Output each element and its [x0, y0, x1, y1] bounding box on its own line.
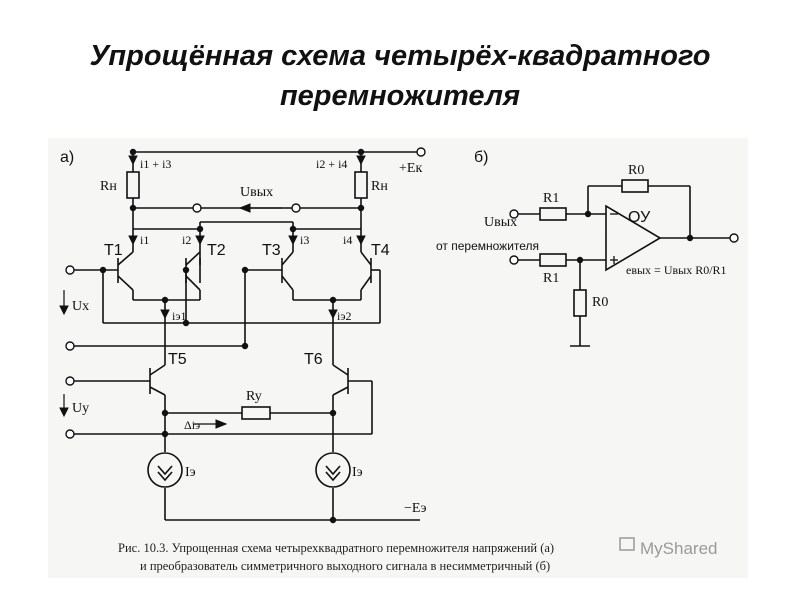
resistor-load-right	[354, 171, 368, 199]
current-source-right	[315, 452, 351, 488]
label-from-multiplier: от перемножителя	[436, 239, 539, 253]
label-i4: i4	[343, 233, 352, 247]
label-i1: i1	[140, 233, 149, 247]
label-delta-ie: Δiэ	[184, 418, 200, 432]
label-u-out: Uвых	[240, 185, 273, 200]
label-ie2: iэ2	[337, 309, 351, 323]
transistor-t5	[149, 364, 166, 396]
label-ie-left: Iэ	[185, 465, 196, 480]
caption-line-2: и преобразователь симметричного выходног…	[140, 559, 550, 573]
label-uy: Uy	[72, 401, 89, 416]
transistor-t6	[332, 364, 349, 396]
label-t1: T1	[104, 242, 123, 259]
current-source-left	[147, 452, 183, 488]
label-opamp: ОУ	[628, 209, 651, 226]
panel-b-dots	[576, 210, 694, 264]
transistor-t3	[281, 251, 294, 300]
label-i1-plus-i3: i1 + i3	[140, 157, 171, 171]
label-i2-plus-i4: i2 + i4	[316, 157, 347, 171]
resistor-r0-ground	[573, 289, 587, 317]
panel-a-label: а)	[60, 149, 74, 166]
circuit-figure: а) i1 + i3 i2 + i4 +Eк Rн Rн Uвых i1 i2 …	[48, 138, 748, 578]
label-i3: i3	[300, 233, 309, 247]
slide-title-line-1: Упрощённая схема четырёх-квадратного	[89, 40, 711, 72]
label-r1-top: R1	[543, 191, 559, 206]
label-t3: T3	[262, 242, 281, 259]
transistor-t4	[360, 251, 372, 300]
terminals	[65, 147, 426, 439]
label-output-formula: eвых = Uвых R0/R1	[626, 263, 727, 277]
label-ie-right: Iэ	[352, 465, 363, 480]
label-r0-ground: R0	[592, 295, 608, 310]
label-rn-right: Rн	[371, 179, 388, 194]
label-t6: T6	[304, 351, 323, 368]
watermark-text: MyShared	[640, 539, 717, 558]
slide-title-line-2: перемножителя	[279, 80, 521, 112]
transistor-t2	[185, 251, 201, 300]
label-ie1: iэ1	[172, 309, 186, 323]
label-t5: T5	[168, 351, 187, 368]
label-ux: Ux	[72, 299, 89, 314]
label-r0-feedback: R0	[628, 163, 644, 178]
transistor-t1	[117, 251, 134, 300]
resistor-r1-bottom	[539, 253, 567, 267]
label-supply-pos: +Eк	[399, 161, 422, 176]
opamp-inputs	[610, 213, 618, 264]
resistor-load-left	[126, 171, 140, 199]
panel-b-terminals	[509, 209, 739, 265]
label-supply-neg: −Eэ	[404, 501, 426, 516]
label-t2: T2	[207, 242, 226, 259]
label-u-out-b: Uвых	[484, 215, 517, 230]
circuit-diagram: а) i1 + i3 i2 + i4 +Eк Rн Rн Uвых i1 i2 …	[59, 147, 739, 573]
label-t4: T4	[371, 242, 390, 259]
resistor-ry	[241, 406, 271, 420]
watermark-logo-icon	[619, 537, 635, 551]
junction-dots	[99, 148, 365, 524]
label-i2: i2	[182, 233, 191, 247]
panel-b-label: б)	[474, 149, 489, 166]
resistor-r1-top	[539, 207, 567, 221]
arrows	[59, 155, 366, 429]
label-rn-left: Rн	[100, 179, 117, 194]
label-ry: Ry	[246, 389, 262, 404]
label-r1-bottom: R1	[543, 271, 559, 286]
resistor-r0-feedback	[621, 179, 649, 193]
caption-line-1: Рис. 10.3. Упрощенная схема четырехквадр…	[118, 541, 554, 555]
slide-title: Упрощённая схема четырёх-квадратного пер…	[0, 36, 800, 116]
